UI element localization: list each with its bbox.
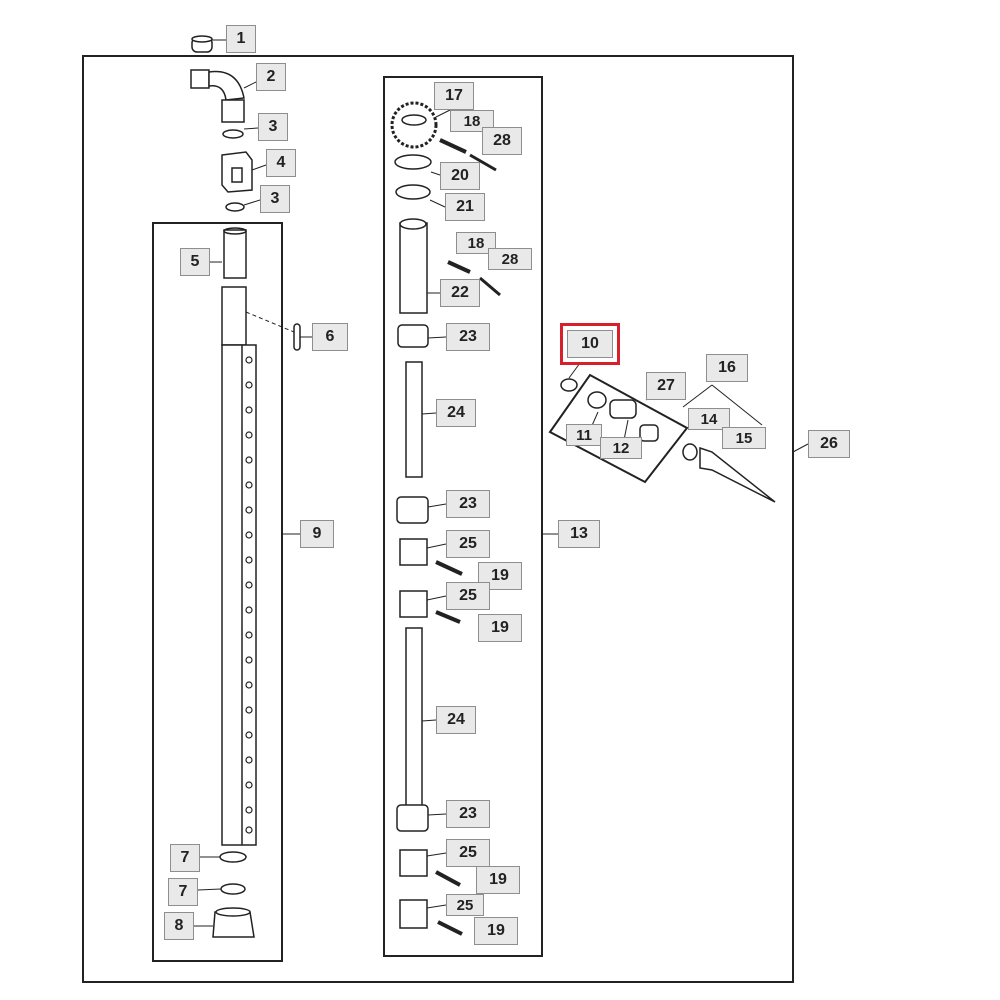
part-12-connector-body xyxy=(609,399,637,419)
callout-11[interactable]: 11 xyxy=(566,424,602,446)
callout-14[interactable]: 14 xyxy=(688,408,730,430)
callout-25-3[interactable]: 25 xyxy=(446,839,490,867)
part-25-collar-4 xyxy=(399,899,428,929)
part-7-washer-upper xyxy=(219,851,247,863)
part-23-spacer-3 xyxy=(396,804,429,832)
leader-6-dash xyxy=(245,311,295,333)
callout-24-upper[interactable]: 24 xyxy=(436,399,476,427)
callout-23-2[interactable]: 23 xyxy=(446,490,490,518)
callout-22[interactable]: 22 xyxy=(440,279,480,307)
part-18-pin-upper xyxy=(439,138,467,154)
callout-19-2[interactable]: 19 xyxy=(478,614,522,642)
callout-20[interactable]: 20 xyxy=(440,162,480,190)
part-7-washer-lower xyxy=(220,883,246,895)
callout-3-upper[interactable]: 3 xyxy=(258,113,288,141)
part-3-ring-lower xyxy=(225,202,245,212)
callout-18-lower[interactable]: 18 xyxy=(456,232,496,254)
subassembly-13-frame xyxy=(383,76,543,957)
callout-25-1[interactable]: 25 xyxy=(446,530,490,558)
callout-21[interactable]: 21 xyxy=(445,193,485,221)
callout-24-lower[interactable]: 24 xyxy=(436,706,476,734)
callout-4[interactable]: 4 xyxy=(266,149,296,177)
column-hole-pattern xyxy=(245,356,253,834)
part-19-pin-3 xyxy=(435,870,461,887)
bracket-16 xyxy=(711,384,763,426)
callout-9[interactable]: 9 xyxy=(300,520,334,548)
part-9-column xyxy=(221,286,257,846)
part-11-fitting xyxy=(587,391,607,409)
part-5-sleeve xyxy=(223,227,247,279)
part-20-ring xyxy=(394,154,432,170)
part-4-block xyxy=(221,151,253,193)
part-2-elbow xyxy=(190,69,245,101)
part-18-pin-lower xyxy=(447,260,471,274)
callout-2[interactable]: 2 xyxy=(256,63,286,91)
callout-13[interactable]: 13 xyxy=(558,520,600,548)
part-23-spacer-1 xyxy=(397,324,429,348)
bracket-16-b xyxy=(682,384,713,408)
callout-17[interactable]: 17 xyxy=(434,82,474,110)
callout-23-1[interactable]: 23 xyxy=(446,323,490,351)
part-25-collar-3 xyxy=(399,849,428,877)
callout-28-upper[interactable]: 28 xyxy=(482,127,522,155)
part-19-pin-2 xyxy=(435,610,461,624)
callout-5[interactable]: 5 xyxy=(180,248,210,276)
callout-19-3[interactable]: 19 xyxy=(476,866,520,894)
part-25-collar-1 xyxy=(399,538,428,566)
part-15-nozzle xyxy=(699,446,776,503)
callout-23-3[interactable]: 23 xyxy=(446,800,490,828)
part-3-ring-upper xyxy=(221,99,245,139)
callout-8[interactable]: 8 xyxy=(164,912,194,940)
part-10-o-ring xyxy=(560,378,578,392)
part-22-tube xyxy=(399,218,428,314)
subassembly-9-frame xyxy=(152,222,283,962)
part-23-spacer-2 xyxy=(396,496,429,524)
part-6-pin xyxy=(293,323,301,351)
callout-12[interactable]: 12 xyxy=(600,437,642,459)
part-17-gear xyxy=(390,101,438,149)
part-19-pin-1 xyxy=(435,560,463,576)
part-28-pin-lower xyxy=(479,276,501,297)
callout-28-lower[interactable]: 28 xyxy=(488,248,532,270)
part-25-collar-2 xyxy=(399,590,428,618)
outer-frame xyxy=(82,55,794,983)
callout-10[interactable]: 10 xyxy=(560,323,620,365)
callout-15[interactable]: 15 xyxy=(722,427,766,449)
callout-3-lower[interactable]: 3 xyxy=(260,185,290,213)
part-14-nut xyxy=(682,443,698,461)
part-1-cap xyxy=(191,35,213,53)
part-21-washer xyxy=(395,184,431,200)
callout-7-lower[interactable]: 7 xyxy=(168,878,198,906)
callout-7-upper[interactable]: 7 xyxy=(170,844,200,872)
callout-27[interactable]: 27 xyxy=(646,372,686,400)
callout-19-4[interactable]: 19 xyxy=(474,917,518,945)
callout-25-2[interactable]: 25 xyxy=(446,582,490,610)
callout-1[interactable]: 1 xyxy=(226,25,256,53)
callout-25-4[interactable]: 25 xyxy=(446,894,484,916)
callout-26[interactable]: 26 xyxy=(808,430,850,458)
part-28-pin-upper xyxy=(469,153,497,172)
part-8-bushing xyxy=(212,907,255,938)
subassembly-27-frame xyxy=(548,373,689,484)
part-24-shaft-upper xyxy=(405,361,423,478)
callout-6[interactable]: 6 xyxy=(312,323,348,351)
callout-16[interactable]: 16 xyxy=(706,354,748,382)
part-12-connector-sleeve xyxy=(639,424,659,442)
part-19-pin-4 xyxy=(437,920,463,936)
callout-18-upper[interactable]: 18 xyxy=(450,110,494,132)
part-24-shaft-lower xyxy=(405,627,423,809)
